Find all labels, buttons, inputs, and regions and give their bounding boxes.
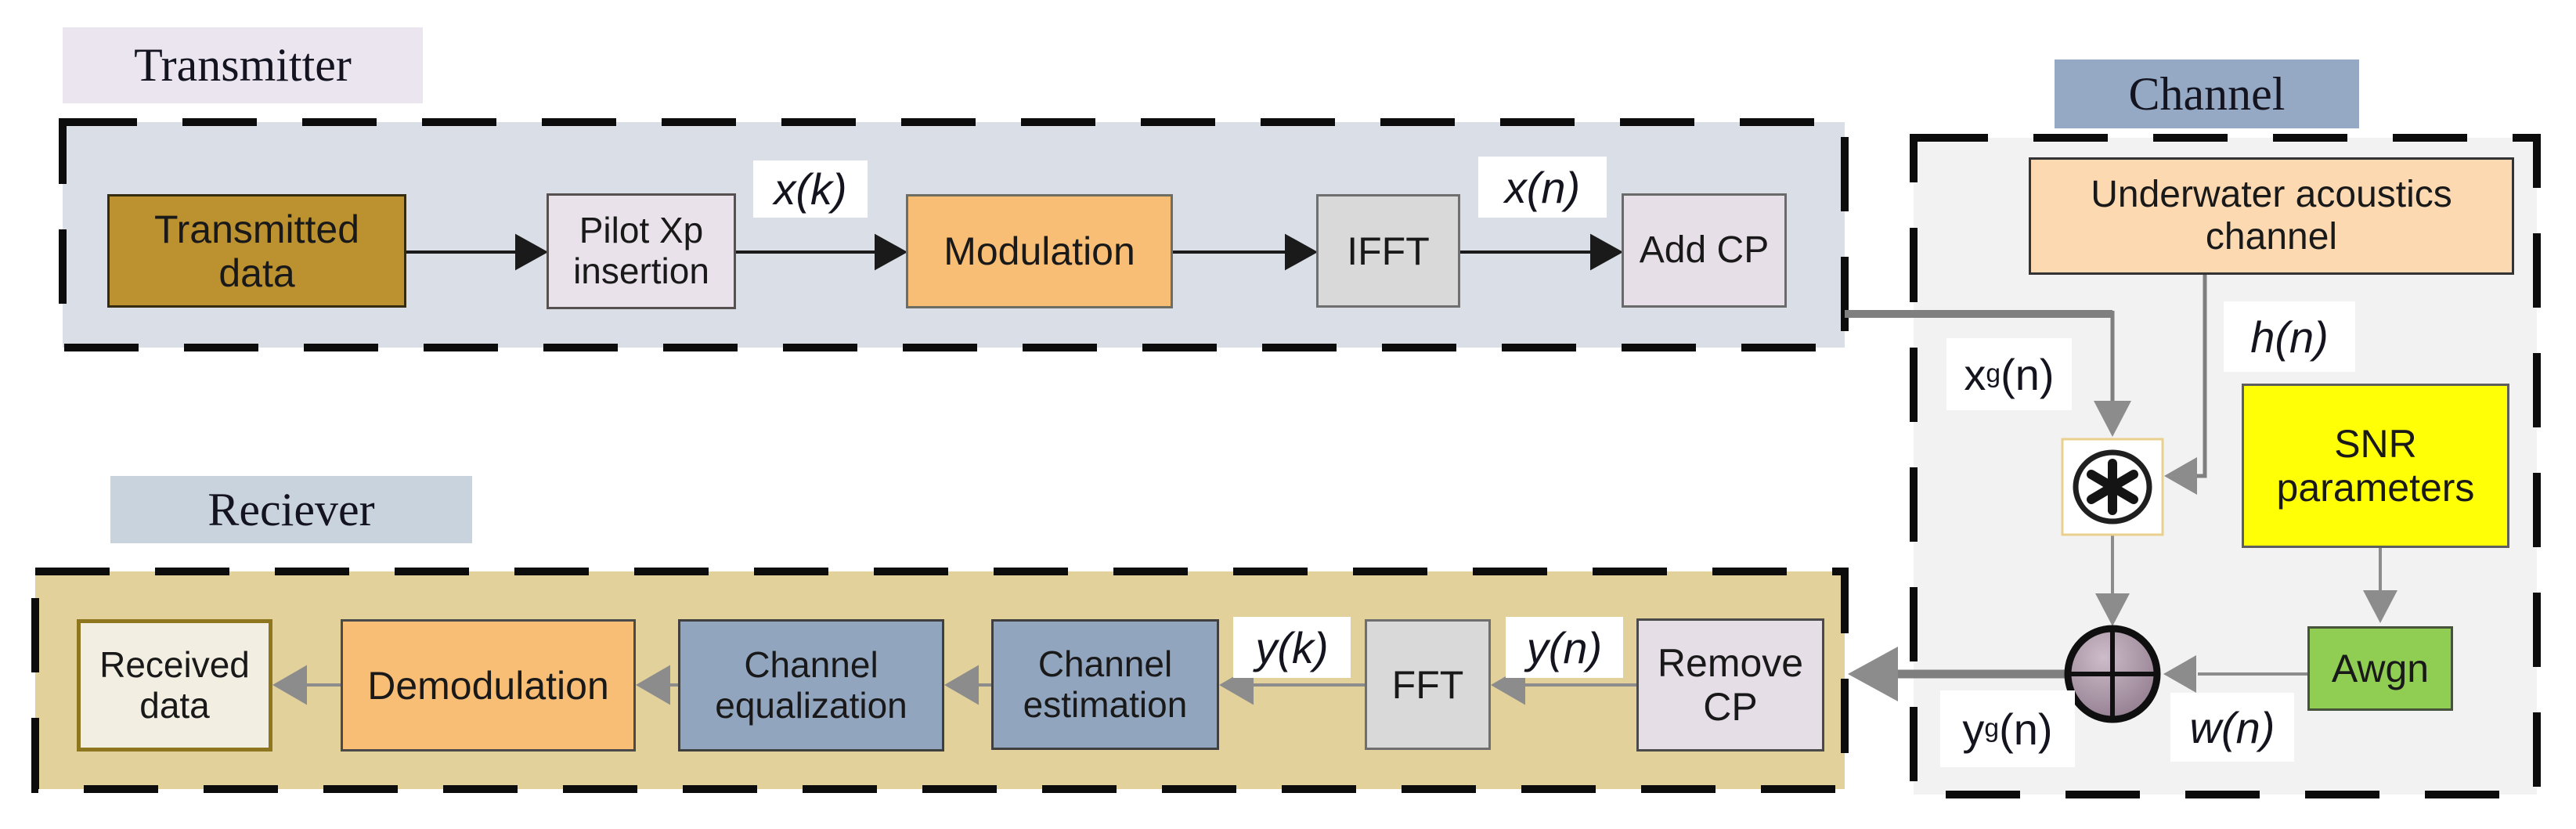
signal-label-xk: x(k)	[753, 160, 868, 218]
arrowhead-into-receiver	[1848, 647, 1898, 701]
transmitter-flow-arrows	[406, 233, 1624, 271]
yg-rest: (n)	[1999, 704, 2053, 754]
arrowhead-into-addcp	[1590, 233, 1624, 271]
remove-cp-block: Remove CP	[1636, 618, 1824, 752]
arrowhead-hn-into-convolution	[2164, 457, 2197, 495]
signal-label-yn: y(n)	[1506, 617, 1623, 678]
arrowhead-into-convolution	[2094, 401, 2131, 437]
signal-label-hn: h(n)	[2224, 301, 2355, 372]
fft-block: FFT	[1365, 619, 1491, 750]
awgn-block: Awgn	[2307, 626, 2453, 711]
channel-equalization-block: Channel equalization	[678, 619, 944, 752]
demodulation-block: Demodulation	[341, 619, 636, 752]
xg-base: x	[1964, 349, 1986, 399]
arrowhead-into-modulation	[875, 233, 908, 271]
arrowhead-into-pilot	[515, 233, 549, 271]
arrowhead-into-equalization	[944, 665, 979, 705]
add-cp-block: Add CP	[1622, 193, 1787, 308]
xg-rest: (n)	[2001, 349, 2055, 399]
hn-connection	[2164, 275, 2207, 495]
arrowhead-wn-into-adder	[2163, 655, 2196, 693]
snr-to-awgn	[2363, 548, 2397, 623]
receiver-section-label: Reciever	[110, 476, 472, 543]
transmitted-data-block: Transmitted data	[107, 194, 406, 308]
arrowhead-into-demodulation	[636, 665, 670, 705]
channel-estimation-block: Channel estimation	[991, 619, 1219, 750]
snr-parameters-block: SNR parameters	[2242, 384, 2509, 548]
arrowhead-into-awgn	[2363, 590, 2397, 623]
signal-label-wn: w(n)	[2170, 693, 2294, 762]
adder-node	[2064, 625, 2161, 723]
plus-icon	[2069, 630, 2156, 718]
modulation-block: Modulation	[906, 194, 1173, 308]
arrowhead-into-rxdata	[272, 665, 307, 705]
signal-label-xn: x(n)	[1478, 157, 1607, 218]
underwater-channel-block: Underwater acoustics channel	[2029, 157, 2514, 275]
channel-section-label: Channel	[2055, 59, 2359, 128]
transmitter-section-label: Transmitter	[63, 27, 423, 103]
pilot-insertion-block: Pilot Xp insertion	[547, 193, 736, 309]
received-data-block: Received data	[77, 619, 272, 752]
asterisk-icon	[2087, 459, 2138, 515]
ifft-block: IFFT	[1316, 194, 1460, 308]
signal-label-yk: y(k)	[1233, 617, 1351, 678]
hn-line	[2194, 275, 2207, 478]
yg-base: y	[1962, 704, 1985, 754]
arrowhead-into-ifft	[1285, 233, 1319, 271]
convolution-to-adder	[2095, 535, 2130, 626]
arrowhead-into-adder-top	[2095, 593, 2130, 626]
xg-connection	[1845, 310, 2131, 437]
awgn-to-adder	[2163, 655, 2307, 693]
convolution-node	[2061, 438, 2164, 536]
yg-connection	[1848, 647, 2069, 701]
